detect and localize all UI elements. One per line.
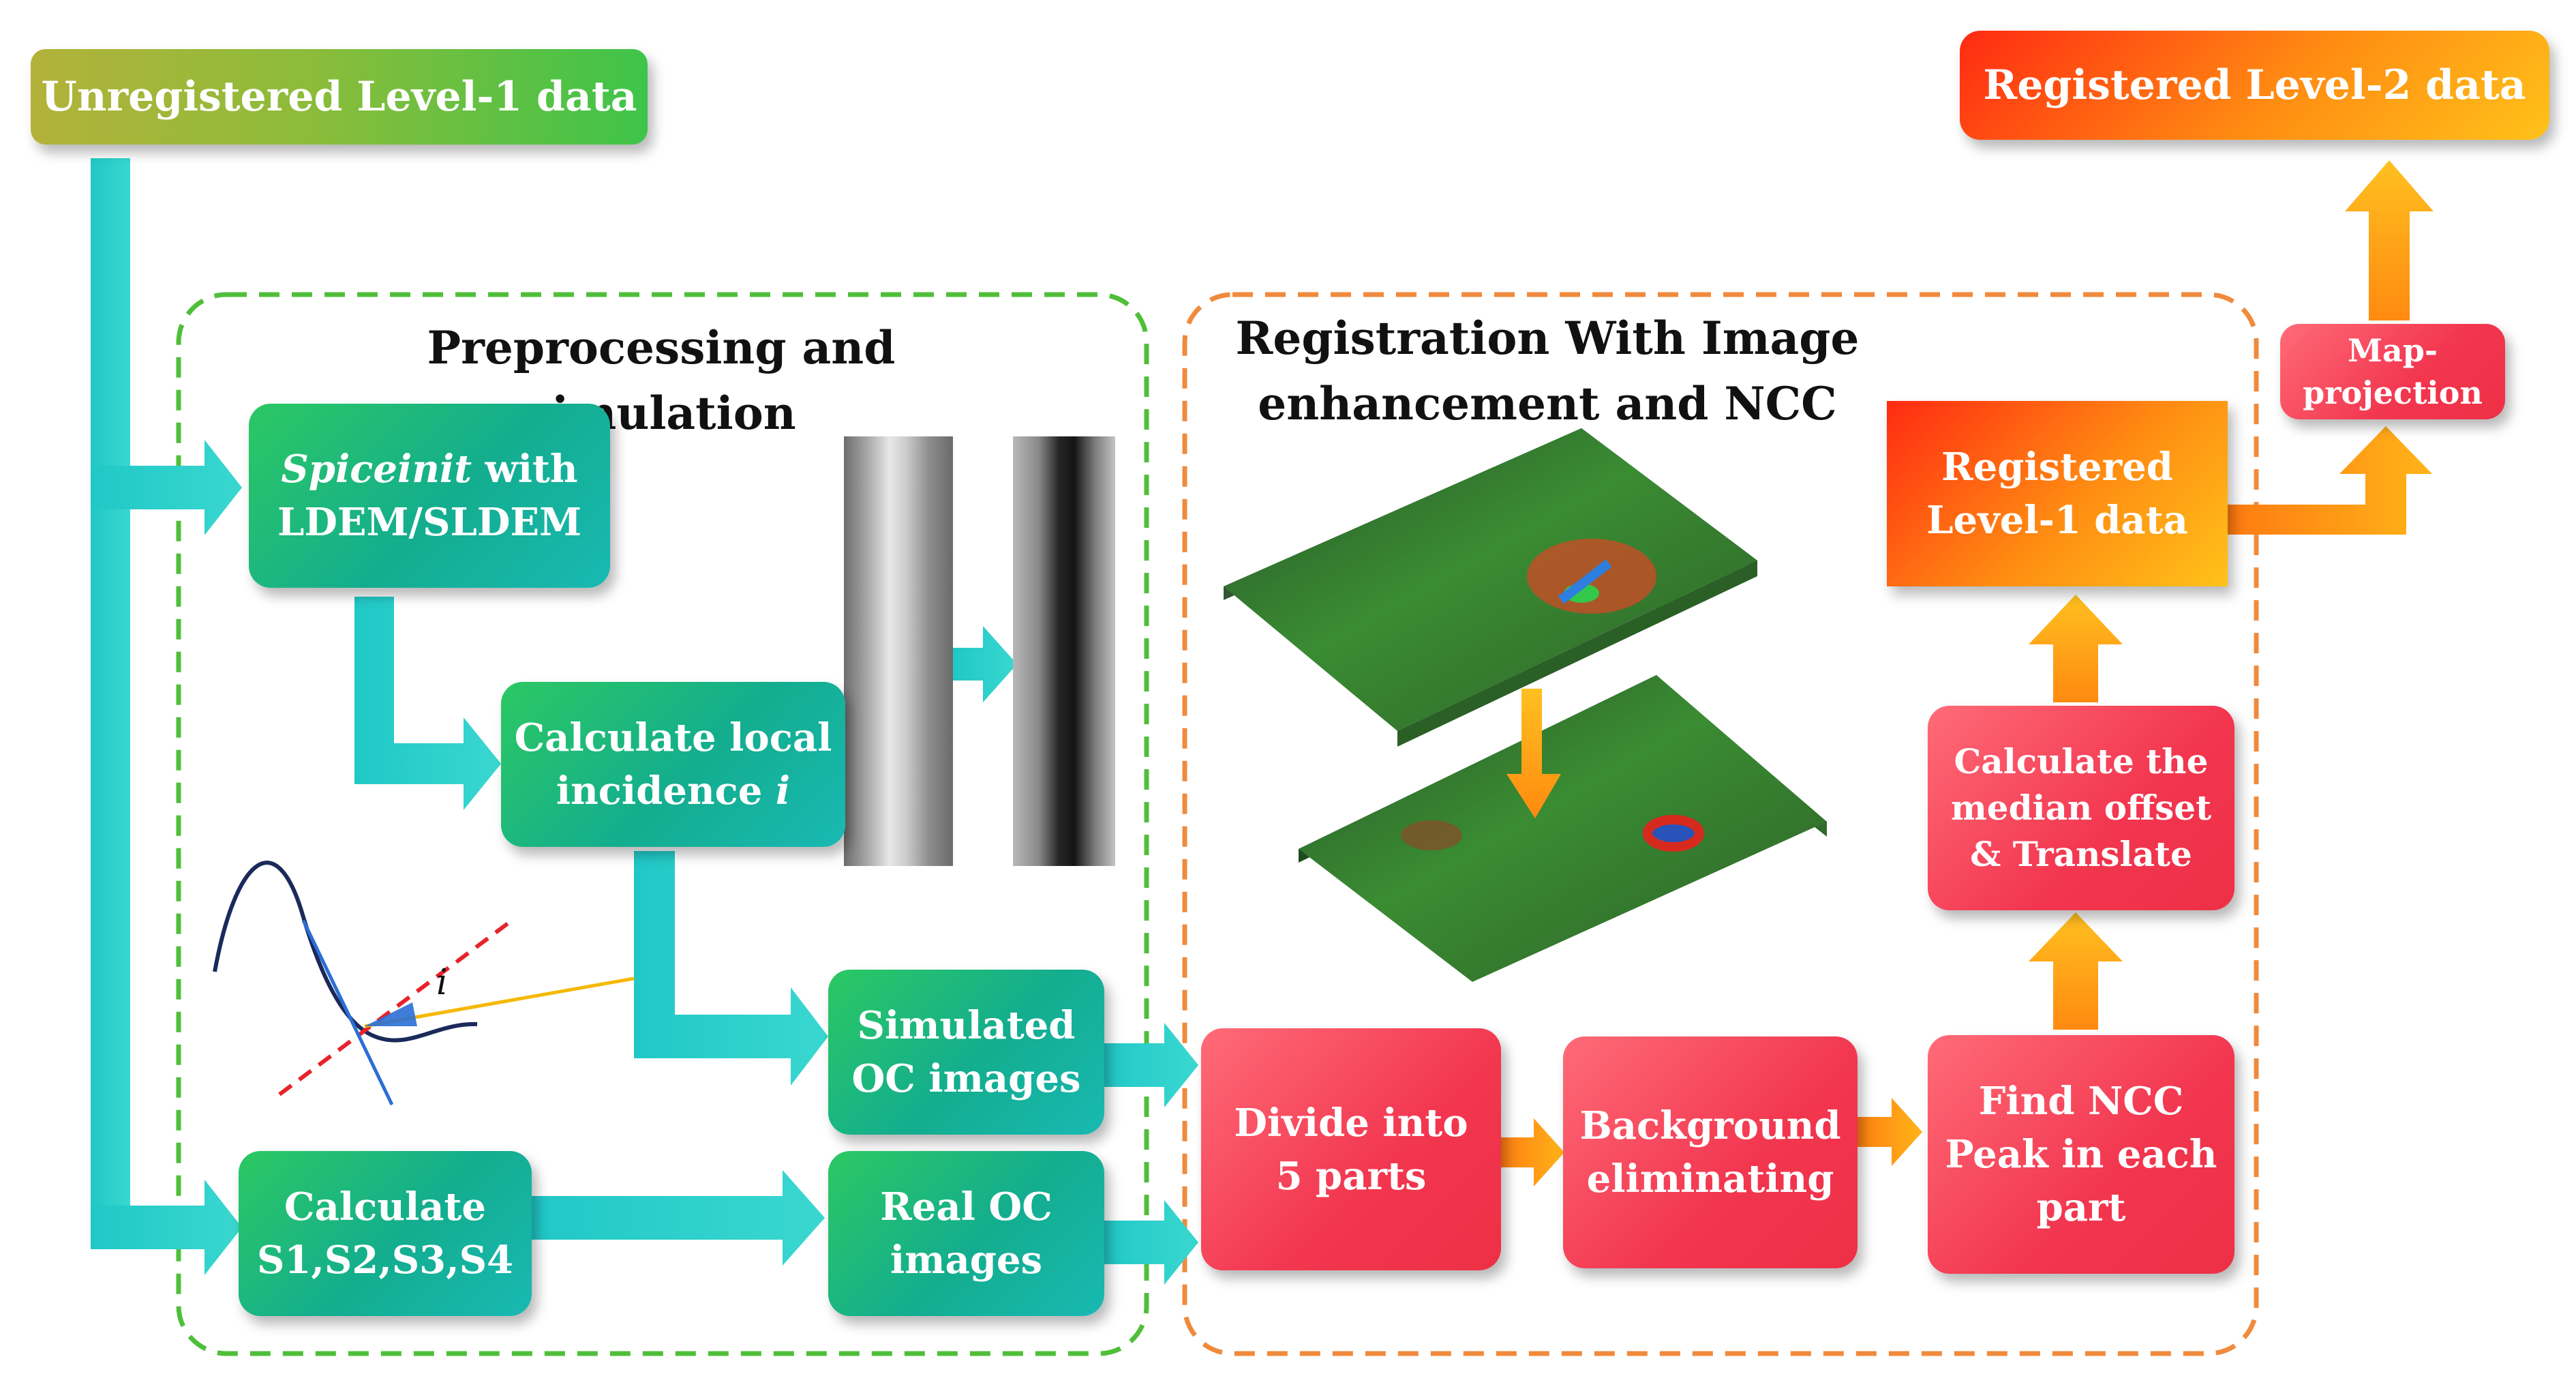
node-divide-into-parts: Divide into 5 parts: [1201, 1028, 1501, 1270]
registration-image-stack: [1224, 428, 1827, 982]
lunar-image-illuminated: [844, 436, 953, 866]
arrow-real-oc-to-divide: [1096, 1200, 1198, 1285]
node-registered-level2: Registered Level-2 data: [1960, 31, 2549, 140]
node-simulated-oc-images: Simulated OC images: [828, 970, 1104, 1135]
calc-local-italic: i: [775, 768, 791, 813]
preprocessing-title: Preprocessing and simulation: [427, 321, 896, 440]
registration-title: Registration With Image enhancement and …: [1235, 312, 1860, 430]
main-trunk-arrow: [91, 158, 130, 1244]
arrow-calc-local-to-simulated: [634, 851, 828, 1086]
bottom-crater: [1643, 815, 1704, 852]
arrow-divide-to-background: [1496, 1118, 1564, 1186]
arrow-mapprojection-to-level2: [2345, 160, 2434, 320]
calc-local-line1: Calculate local: [514, 715, 832, 760]
arrow-to-calculate-s: [91, 1180, 242, 1275]
bottom-red-patch: [1401, 820, 1462, 850]
arrow-level1-to-mapprojection: [2224, 426, 2432, 535]
bottom-map: [1299, 675, 1827, 982]
arrow-simulated-to-divide: [1096, 1023, 1198, 1107]
terrain-curve: [213, 861, 478, 1043]
node-real-oc-images: Real OC images: [828, 1151, 1104, 1316]
node-registered-level1: Registered Level-1 data: [1887, 401, 2228, 586]
angle-label: i: [436, 962, 448, 1003]
arrow-to-spiceinit: [91, 440, 242, 535]
node-unregistered-level1: Unregistered Level-1 data: [31, 49, 648, 145]
incidence-angle-inset: i: [213, 861, 635, 1106]
top-map: [1224, 428, 1757, 731]
node-spiceinit: Spiceinit with LDEM/SLDEM: [249, 404, 610, 588]
node-calculate-local-incidence: Calculate local incidence i: [501, 682, 845, 847]
calc-local-line2: incidence: [556, 768, 776, 813]
preprocessing-group-border: [176, 292, 1149, 1356]
top-map-front: [1397, 561, 1757, 747]
arrow-spiceinit-to-calc-local: [354, 597, 501, 810]
spiceinit-rest-label: with LDEM/SLDEM: [277, 447, 582, 545]
top-blue-arrow: [1558, 559, 1612, 604]
orange-arrows: [1496, 160, 2434, 1186]
node-calculate-s: Calculate S1,S2,S3,S4: [239, 1151, 532, 1316]
lunar-image-simulated: [1013, 436, 1115, 866]
node-find-ncc-peak: Find NCC Peak in each part: [1928, 1035, 2234, 1274]
down-arrow-between-maps: [1506, 689, 1561, 818]
angle-wedge: [365, 1002, 417, 1026]
node-background-eliminating: Background eliminating: [1563, 1036, 1858, 1268]
spiceinit-italic-label: Spiceinit: [281, 447, 472, 492]
surface-normal: [301, 919, 394, 1106]
arrow-calculate-s-to-real-oc: [528, 1170, 825, 1266]
node-median-offset: Calculate the median offset & Translate: [1928, 706, 2234, 910]
arrow-tile-to-tile: [953, 626, 1017, 702]
node-map-projection: Map- projection: [2280, 324, 2505, 419]
teal-arrows: [91, 158, 1198, 1285]
arrow-background-to-findncc: [1851, 1098, 1922, 1166]
arrow-findncc-to-median: [2029, 912, 2123, 1030]
arrow-median-to-level1: [2029, 595, 2123, 702]
